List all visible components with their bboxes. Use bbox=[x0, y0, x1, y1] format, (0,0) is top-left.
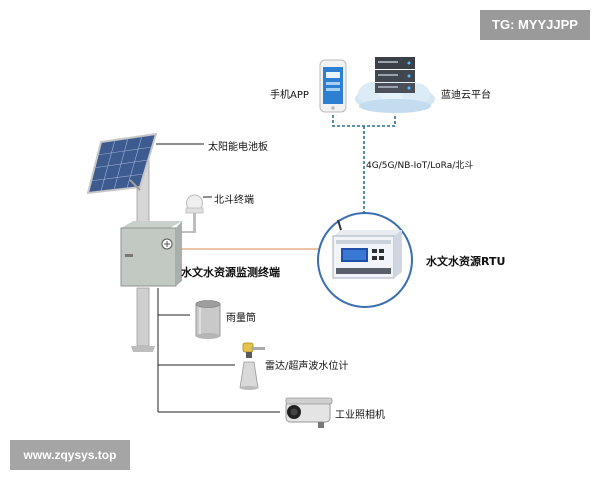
camera-icon bbox=[285, 397, 333, 428]
rain-gauge-icon bbox=[195, 300, 221, 339]
rtu-label: 水文水资源RTU bbox=[426, 255, 506, 268]
monitoring-cabinet-icon bbox=[120, 221, 182, 287]
phone-cloud-link bbox=[332, 115, 396, 127]
phone-icon bbox=[319, 59, 347, 113]
phone-app-label: 手机APP bbox=[270, 90, 309, 101]
solar-panel-label: 太阳能电池板 bbox=[208, 142, 268, 153]
watermark-top-right: TG: MYYJJPP bbox=[480, 10, 590, 40]
mast-base bbox=[131, 346, 155, 352]
monitoring-terminal-label: 水文水资源监测终端 bbox=[181, 266, 280, 279]
beidou-antenna-icon bbox=[180, 194, 204, 233]
camera-label: 工业照相机 bbox=[335, 410, 385, 421]
rain-gauge-label: 雨量筒 bbox=[226, 313, 256, 324]
network-label: 4G/5G/NB-IoT/LoRa/北斗 bbox=[366, 161, 474, 171]
radar-level-icon bbox=[239, 342, 265, 390]
solar-panel-icon bbox=[86, 132, 158, 195]
mast-pole-lower bbox=[136, 287, 150, 347]
rtu-device-icon bbox=[332, 219, 402, 279]
server-icon bbox=[375, 57, 415, 93]
radar-level-label: 雷达/超声波水位计 bbox=[265, 361, 349, 372]
beidou-terminal-label: 北斗终端 bbox=[214, 195, 254, 206]
watermark-bottom-left: www.zqysys.top bbox=[10, 440, 130, 470]
cloud-platform-label: 蓝迪云平台 bbox=[441, 90, 491, 101]
